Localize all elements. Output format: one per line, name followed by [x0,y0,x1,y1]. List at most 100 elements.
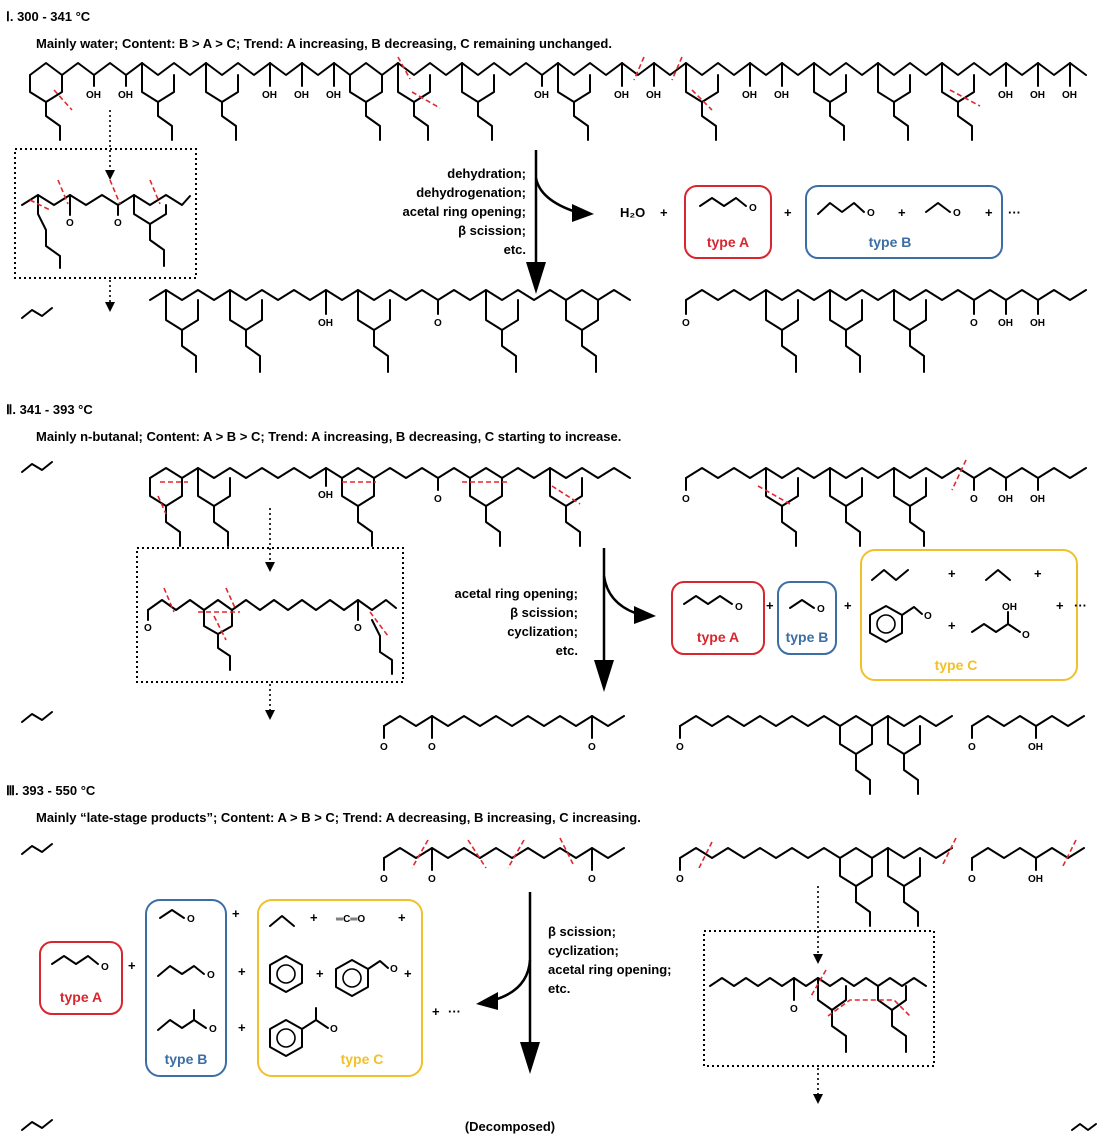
stage-1-summary: Mainly water; Content: B > A > C; Trend:… [36,36,612,51]
stage-1-detail-box [14,148,197,279]
aldehyde-o: O [817,604,825,615]
stage-2-polymer-chain-right: O O OH OH [682,459,1087,547]
carbonyl-o-label: O [588,742,596,753]
type-c-label: type C [935,657,978,673]
hydroxyl-label: OH [1028,874,1043,885]
chain-end-fragment [21,307,53,319]
hydroxyl-label: OH [614,90,629,101]
stage-2-step: acetal ring opening; [454,586,578,601]
benzene-structure [269,955,303,993]
stage-2-step: β scission; [510,605,578,620]
hydroxyl-label: OH [1030,494,1045,505]
cleavage-marks [53,56,981,111]
aldehyde-o: O [390,964,398,975]
hydroxyl-label: OH [1030,318,1045,329]
carbonyl-o-label: O [434,494,442,505]
hydroxyl-label: OH [1062,90,1077,101]
carbonyl-o-label: O [354,623,362,634]
plus-sign: + [316,966,324,981]
plus-sign: + [398,910,406,925]
stage-1-product-chain-right: O O OH OH [682,289,1087,373]
stage-3-heading: Ⅲ. 393 - 550 °C [6,783,96,798]
aldehyde-o: O [682,318,690,329]
chain-end-fragment [21,843,53,855]
hydroxyl-label: OH [118,90,133,101]
stage-2-heading: Ⅱ. 341 - 393 °C [6,402,93,417]
type-b-label: type B [786,629,829,645]
hydroxyl-label: OH [774,90,789,101]
aldehyde-o: O [682,494,690,505]
type-a-label: type A [60,989,102,1005]
decomposed-label: (Decomposed) [465,1119,555,1134]
stage-3-summary: Mainly “late-stage products”; Content: A… [36,810,641,825]
hydroxyl-label: OH [1030,90,1045,101]
aldehyde-o: O [735,602,743,613]
carbonyl-o-label: O [66,218,74,229]
stage-2-detail-fragment: O O [144,587,397,675]
aldehyde-o: O [968,742,976,753]
plus-sign: + [898,205,906,220]
hydroxyl-label: OH [318,490,333,501]
aldehyde-o: O [953,208,961,219]
type-a-box [671,581,765,655]
carbonyl-o-label: O [790,1004,798,1015]
chain-end-fragment [21,711,53,723]
stage-1-heading: Ⅰ. 300 - 341 °C [6,9,91,24]
benzaldehyde-structure: O [335,959,398,997]
stage-1-step: acetal ring opening; [402,204,526,219]
stage-3-detail-fragment: O [709,969,927,1053]
benzaldehyde-structure: O [869,605,932,643]
type-a-box [684,185,772,259]
plus-sign: + [948,566,956,581]
hydroxyl-label: OH [998,494,1013,505]
chain-end-fragment [1071,1123,1097,1131]
plus-sign: + [238,964,246,979]
type-a-label: type A [697,629,739,645]
chain-end-fragment [21,1119,53,1131]
hydroxyl-label: OH [326,90,341,101]
stage-1-detail-fragment: O O [21,179,191,269]
plus-sign: + [128,958,136,973]
type-b-box [145,899,227,1077]
aldehyde-o: O [676,874,684,885]
ellipsis: ··· [448,1004,461,1019]
carbonyl-o-label: O [970,318,978,329]
plus-sign: + [232,906,240,921]
aldehyde-o: O [101,962,109,973]
type-c-box [860,549,1078,681]
aldehyde-o: O [676,742,684,753]
type-a-label: type A [707,234,749,250]
hydroxyl-label: OH [294,90,309,101]
stage-1-polymer-chain: OH OH OH OH OH OH OH OH OH OH OH OH OH [29,56,1087,141]
aldehyde-o: O [867,208,875,219]
type-c-box [257,899,423,1077]
butanoic-acid-structure: OH O [971,602,1030,641]
stage-3-detail-box [703,930,935,1067]
plus-sign: + [1056,598,1064,613]
plus-sign: + [1034,566,1042,581]
hydroxyl-label: OH [1002,602,1017,613]
plus-sign: + [238,1020,246,1035]
stage-1-step: dehydrogenation; [416,185,526,200]
plus-sign: + [766,598,774,613]
type-b-box [777,581,837,655]
plus-sign: + [660,205,668,220]
stage-2-step: etc. [556,643,578,658]
stage-1-step: dehydration; [447,166,526,181]
hydroxyl-label: OH [646,90,661,101]
stage-1-step: etc. [504,242,526,257]
type-c-label: type C [341,1051,384,1067]
plus-sign: + [310,910,318,925]
ellipsis: ··· [1074,598,1087,613]
stage-3-step: cyclization; [548,943,619,958]
aldehyde-o: O [187,914,195,925]
hydroxyl-label: OH [742,90,757,101]
ellipsis: ··· [1008,205,1021,220]
plus-sign: + [985,205,993,220]
hydroxyl-label: OH [86,90,101,101]
water-product: H₂O [620,205,645,220]
carbonyl-o-label: O [970,494,978,505]
hydroxyl-label: OH [998,90,1013,101]
aldehyde-o: O [380,874,388,885]
